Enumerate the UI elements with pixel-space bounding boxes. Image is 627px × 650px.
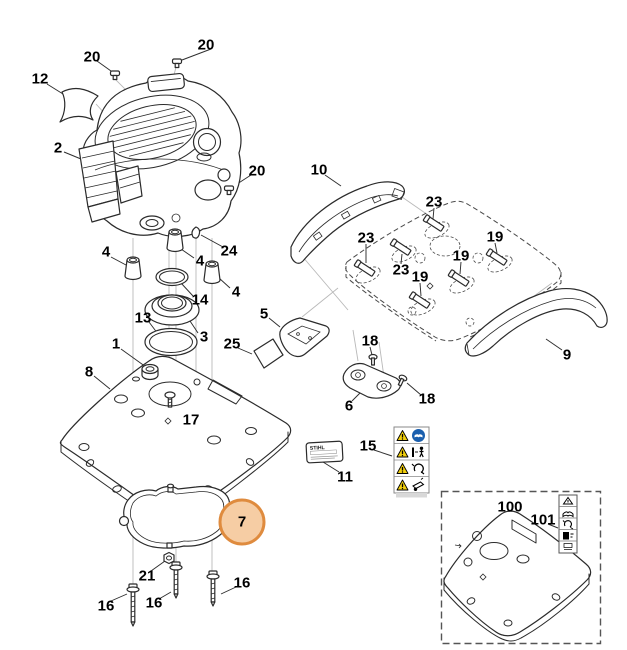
screw-17 <box>164 391 176 408</box>
air-deflector-part-12 <box>59 87 99 123</box>
part-callout-11[interactable]: 11 <box>337 468 353 486</box>
part-callout-13[interactable]: 13 <box>134 309 152 327</box>
part-callout-14[interactable]: 14 <box>191 291 209 309</box>
gasket-part-7 <box>118 483 231 549</box>
keep-bystanders-away-row <box>396 446 424 458</box>
part-callout-19[interactable]: 19 <box>486 228 504 246</box>
bolt-16-left <box>126 583 140 627</box>
housing-cover-part-8 <box>59 355 292 526</box>
inset-housing-part-100 <box>443 510 592 642</box>
part-callout-24[interactable]: 24 <box>220 242 238 260</box>
fuel-control-icon <box>563 532 574 540</box>
strip-footer-marks <box>563 543 573 550</box>
screw-18-right <box>397 374 408 387</box>
part-callout-4[interactable]: 4 <box>231 283 241 301</box>
bushing-4-right <box>203 260 221 285</box>
warning-triangle-icon <box>562 496 574 505</box>
part-callout-4[interactable]: 4 <box>101 243 111 261</box>
part-callout-16[interactable]: 16 <box>145 594 163 612</box>
bushing-4-left <box>124 256 142 281</box>
bracket-part-6 <box>342 362 402 399</box>
pin-19-bottom <box>408 291 431 309</box>
part-callout-4[interactable]: 4 <box>195 252 205 270</box>
warning-sticker-part-15 <box>393 426 430 498</box>
engine-drawing-part-2 <box>78 72 242 238</box>
part-callout-12[interactable]: 12 <box>31 70 49 88</box>
pad-part-25 <box>253 338 284 369</box>
trim-strip-part-10 <box>290 181 405 264</box>
part-callout-6[interactable]: 6 <box>344 397 354 415</box>
safety-strip-part-101 <box>558 494 578 554</box>
warning-triangle-icon <box>396 430 409 441</box>
rotating-tool-icon <box>411 463 425 475</box>
part-callout-3[interactable]: 3 <box>199 328 209 346</box>
bolt-16-right <box>206 570 220 607</box>
o-ring-part-13 <box>144 327 198 357</box>
clip-part-24 <box>191 226 201 239</box>
part-callout-15[interactable]: 15 <box>359 437 377 455</box>
screw-20-top <box>171 58 183 69</box>
tilted-machine-icon <box>412 477 425 491</box>
part-callout-16[interactable]: 16 <box>97 597 115 615</box>
part-callout-100[interactable]: 100 <box>497 498 523 516</box>
part-callout-17[interactable]: 17 <box>182 411 200 429</box>
pin-23-middle <box>389 238 412 256</box>
seal-part-3 <box>144 294 200 326</box>
pin-19-top <box>485 248 508 266</box>
pins-23-19 <box>353 214 513 316</box>
part-callout-5[interactable]: 5 <box>259 305 269 323</box>
rotating-tools-row <box>396 463 425 475</box>
part-callout-19[interactable]: 19 <box>452 247 470 265</box>
part-callout-1[interactable]: 1 <box>111 335 121 353</box>
part-callout-10[interactable]: 10 <box>310 161 328 179</box>
part-callout-23[interactable]: 23 <box>357 229 375 247</box>
part-callout-20[interactable]: 20 <box>248 162 266 180</box>
part-callout-101[interactable]: 101 <box>530 511 556 529</box>
part-callout-16[interactable]: 16 <box>233 574 251 592</box>
brand-plate-part-11: STIHL <box>305 440 344 464</box>
part-callout-20[interactable]: 20 <box>197 36 215 54</box>
nut-part-21 <box>163 551 175 565</box>
part-callout-23[interactable]: 23 <box>425 193 443 211</box>
part-callout-20[interactable]: 20 <box>83 48 101 66</box>
pin-23-top <box>422 214 445 232</box>
part-callout-18[interactable]: 18 <box>418 390 436 408</box>
trim-strip-part-9 <box>464 287 608 357</box>
read-manual-icon <box>412 429 425 442</box>
sticker-footer <box>396 493 427 498</box>
rotating-tool-icon <box>562 520 574 530</box>
ring-part-14 <box>155 267 189 287</box>
screw-18-left <box>368 353 378 366</box>
pin-19-middle <box>447 269 470 287</box>
part-callout-8[interactable]: 8 <box>84 363 94 381</box>
bracket-part-5 <box>279 317 330 358</box>
inset-panel <box>440 490 602 645</box>
part-callout-18[interactable]: 18 <box>361 332 379 350</box>
manual-book-icon <box>562 511 574 518</box>
part-callout-19[interactable]: 19 <box>411 268 429 286</box>
part-callout-2[interactable]: 2 <box>53 139 63 157</box>
part-callout-23[interactable]: 23 <box>392 261 410 279</box>
pin-23-bottom <box>353 259 376 277</box>
part-callout-21[interactable]: 21 <box>138 567 156 585</box>
screw-20-left <box>109 70 121 81</box>
keep-distance-icon <box>412 446 424 458</box>
muffler-grille <box>78 140 119 208</box>
part-callout-9[interactable]: 9 <box>562 346 572 364</box>
fuel-cap <box>192 127 222 157</box>
part-callout-25[interactable]: 25 <box>223 335 241 353</box>
screw-20-right <box>223 185 235 196</box>
bushing-4-middle <box>166 228 184 253</box>
bolt-16-middle <box>169 561 183 599</box>
brand-plate-text: STIHL <box>310 445 326 452</box>
hot-surface-row <box>396 477 425 491</box>
plug-part-1 <box>132 363 159 382</box>
part-callout-7-highlighted[interactable]: 7 <box>218 498 266 546</box>
